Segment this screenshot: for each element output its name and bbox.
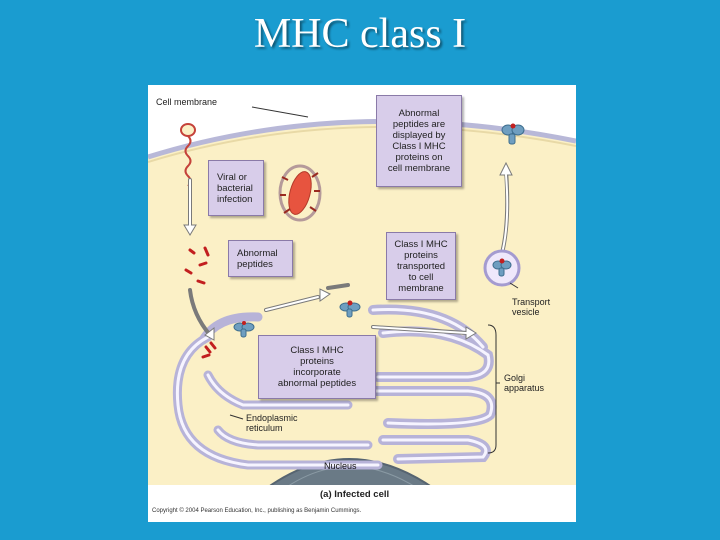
er-label: Endoplasmic reticulum [246,413,298,433]
transport-vesicle-label: Transport vesicle [512,297,551,317]
viral-infection-box: Viral or bacterial infection [208,160,264,216]
cell-membrane-label: Cell membrane [156,97,218,107]
golgi-bracket [487,324,497,454]
copyright-notice: Copyright © 2004 Pearson Education, Inc.… [152,508,362,514]
mhc-transported-box: Class I MHC proteins transported to cell… [386,232,456,300]
virus-icon [180,123,196,187]
golgi-label: Golgi apparatus [504,373,545,393]
cell-diagram-graphic [148,106,576,522]
nucleus-label: Nucleus [324,461,357,471]
peptides-displayed-box: Abnormal peptides are displayed by Class… [376,95,462,187]
cell-diagram: Cell membrane Transport vesicle Golgi ap… [148,85,576,522]
slide-title: MHC class I [253,11,467,57]
figure-caption: (a) Infected cell [320,489,390,500]
peptide-fragments [184,246,217,359]
mhc-incorporate-box: Class I MHC proteins incorporate abnorma… [258,335,376,399]
mhc-protein-icon [233,123,525,338]
abnormal-peptides-box: Abnormal peptides [228,240,293,277]
bacterium-icon [278,164,322,222]
